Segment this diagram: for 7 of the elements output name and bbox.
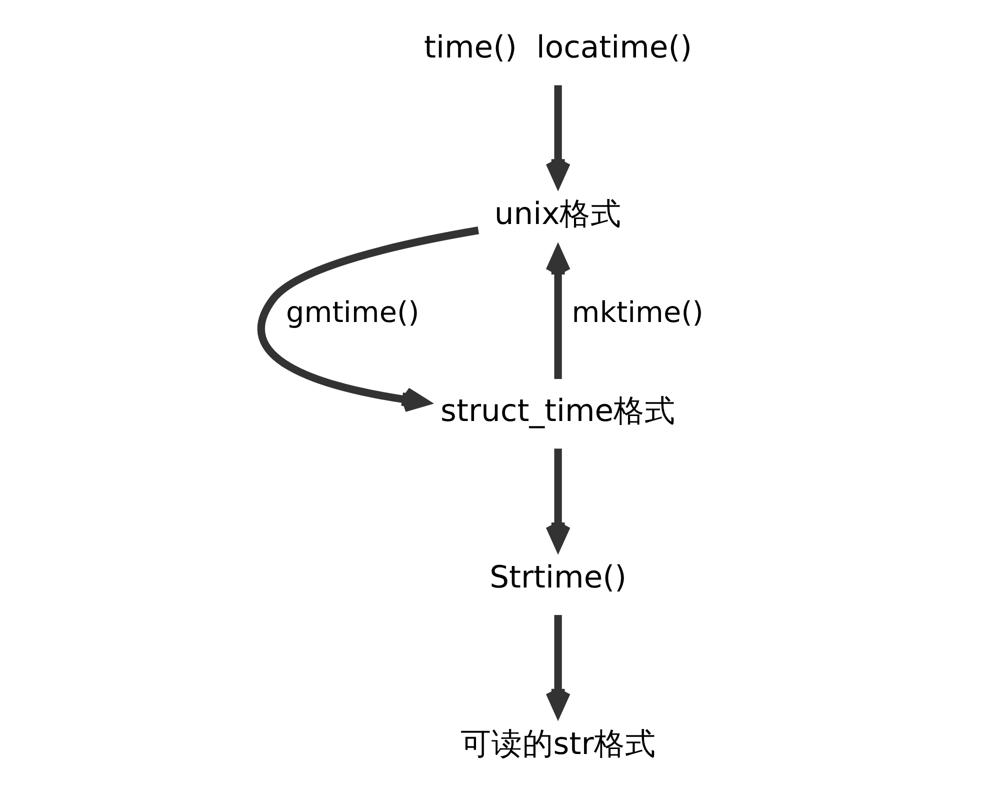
edge-label: gmtime() bbox=[286, 295, 419, 330]
node-text: struct_time格式 bbox=[440, 394, 676, 430]
node-text: unix格式 bbox=[494, 197, 622, 232]
edge-label: mktime() bbox=[571, 295, 704, 330]
node-text: 可读的str格式 bbox=[460, 726, 656, 762]
node-text: Strtime() bbox=[489, 560, 626, 596]
node-text: time() locatime() bbox=[424, 30, 692, 66]
